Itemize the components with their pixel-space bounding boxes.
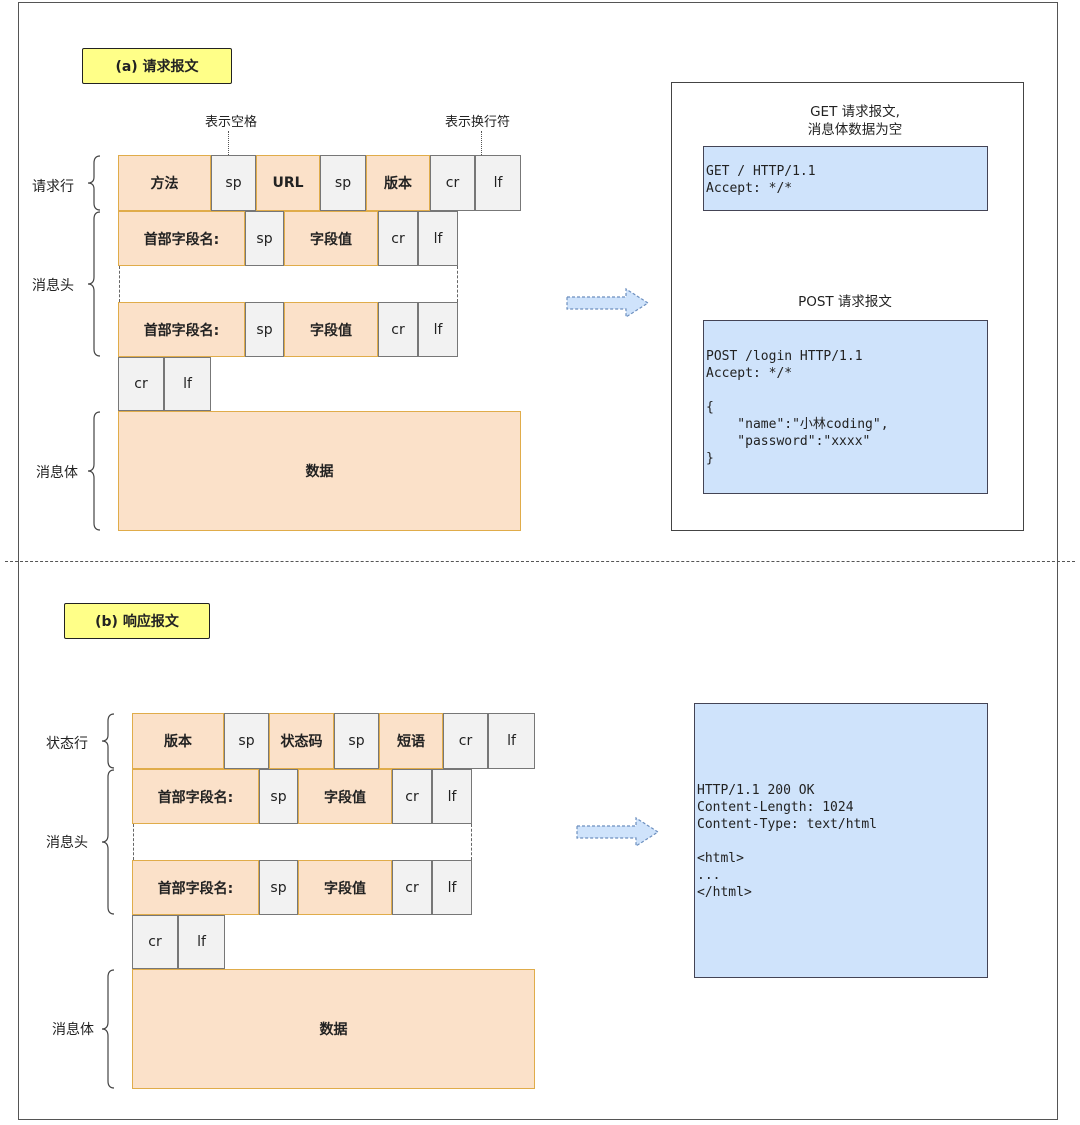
- req-cell-sp: sp: [211, 155, 256, 211]
- res-header-name: 首部字段名:: [132, 860, 259, 915]
- res-header-value: 字段值: [298, 769, 392, 824]
- res-header-cr: cr: [392, 860, 432, 915]
- req-cell-method: 方法: [118, 155, 211, 211]
- request-arrow-icon: [566, 287, 650, 319]
- req-header-sp: sp: [245, 211, 284, 266]
- response-arrow-icon: [576, 816, 660, 848]
- req-header-gap-right: [457, 266, 458, 302]
- response-header-brace: [101, 769, 115, 915]
- response-body-label: 消息体: [52, 1022, 94, 1038]
- response-tag: (b) 响应报文: [64, 603, 210, 639]
- res-cell-status-code: 状态码: [269, 713, 334, 769]
- request-body-label: 消息体: [36, 465, 78, 481]
- get-caption-line-2: 消息体数据为空: [807, 122, 903, 138]
- res-cell-cr: cr: [443, 713, 488, 769]
- res-header-value: 字段值: [298, 860, 392, 915]
- req-header-name: 首部字段名:: [118, 302, 245, 357]
- response-body-brace: [101, 969, 115, 1089]
- req-cell-lf: lf: [475, 155, 521, 211]
- response-header-label: 消息头: [46, 835, 88, 851]
- res-header-name: 首部字段名:: [132, 769, 259, 824]
- res-header-gap-right: [471, 824, 472, 860]
- req-cell-cr: cr: [430, 155, 475, 211]
- get-request-code: GET / HTTP/1.1 Accept: */*: [703, 146, 988, 211]
- req-header-cr: cr: [378, 302, 418, 357]
- res-blank-cr: cr: [132, 915, 178, 969]
- request-line-label: 请求行: [32, 179, 74, 195]
- note-space: 表示空格: [205, 115, 258, 130]
- get-caption: GET 请求报文, 消息体数据为空: [700, 103, 1010, 139]
- request-tag: (a) 请求报文: [82, 48, 232, 84]
- req-blank-cr: cr: [118, 357, 164, 411]
- res-header-sp: sp: [259, 860, 298, 915]
- res-cell-lf: lf: [488, 713, 535, 769]
- req-cell-version: 版本: [366, 155, 430, 211]
- res-blank-lf: lf: [178, 915, 225, 969]
- req-blank-lf: lf: [164, 357, 211, 411]
- response-line-brace: [101, 713, 115, 769]
- post-request-code: POST /login HTTP/1.1 Accept: */* { "name…: [703, 320, 988, 494]
- req-header-value: 字段值: [284, 211, 378, 266]
- note-newline-pointer: [481, 131, 482, 155]
- req-header-cr: cr: [378, 211, 418, 266]
- req-header-gap-left: [119, 266, 120, 302]
- req-header-lf: lf: [418, 211, 458, 266]
- request-header-brace: [87, 211, 101, 357]
- post-caption: POST 请求报文: [798, 294, 892, 310]
- res-header-gap-left: [133, 824, 134, 860]
- get-caption-line-1: GET 请求报文,: [810, 104, 900, 120]
- note-newline: 表示换行符: [445, 115, 511, 130]
- req-header-lf: lf: [418, 302, 458, 357]
- res-body-data: 数据: [132, 969, 535, 1089]
- note-space-pointer: [228, 131, 229, 155]
- request-header-label: 消息头: [32, 278, 74, 294]
- req-header-value: 字段值: [284, 302, 378, 357]
- response-code: HTTP/1.1 200 OK Content-Length: 1024 Con…: [694, 703, 988, 978]
- res-cell-phrase: 短语: [379, 713, 443, 769]
- req-cell-url: URL: [256, 155, 320, 211]
- req-header-name: 首部字段名:: [118, 211, 245, 266]
- section-divider: [5, 561, 1075, 562]
- res-header-cr: cr: [392, 769, 432, 824]
- req-body-data: 数据: [118, 411, 521, 531]
- res-cell-version: 版本: [132, 713, 224, 769]
- response-line-label: 状态行: [46, 736, 88, 752]
- request-body-brace: [87, 411, 101, 531]
- request-line-brace: [87, 155, 101, 211]
- res-cell-sp: sp: [334, 713, 379, 769]
- res-cell-sp: sp: [224, 713, 269, 769]
- res-header-lf: lf: [432, 769, 472, 824]
- req-cell-sp: sp: [320, 155, 366, 211]
- res-header-sp: sp: [259, 769, 298, 824]
- res-header-lf: lf: [432, 860, 472, 915]
- req-header-sp: sp: [245, 302, 284, 357]
